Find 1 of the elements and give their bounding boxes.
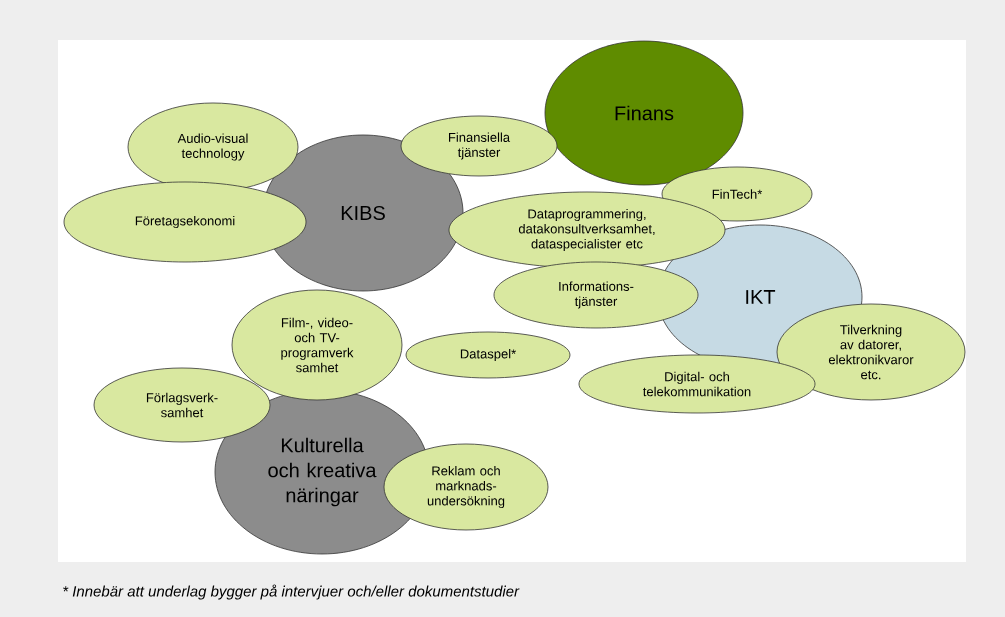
footnote: * Innebär att underlag bygger på intervjuer och/eller dokumentstudier: [63, 584, 520, 600]
